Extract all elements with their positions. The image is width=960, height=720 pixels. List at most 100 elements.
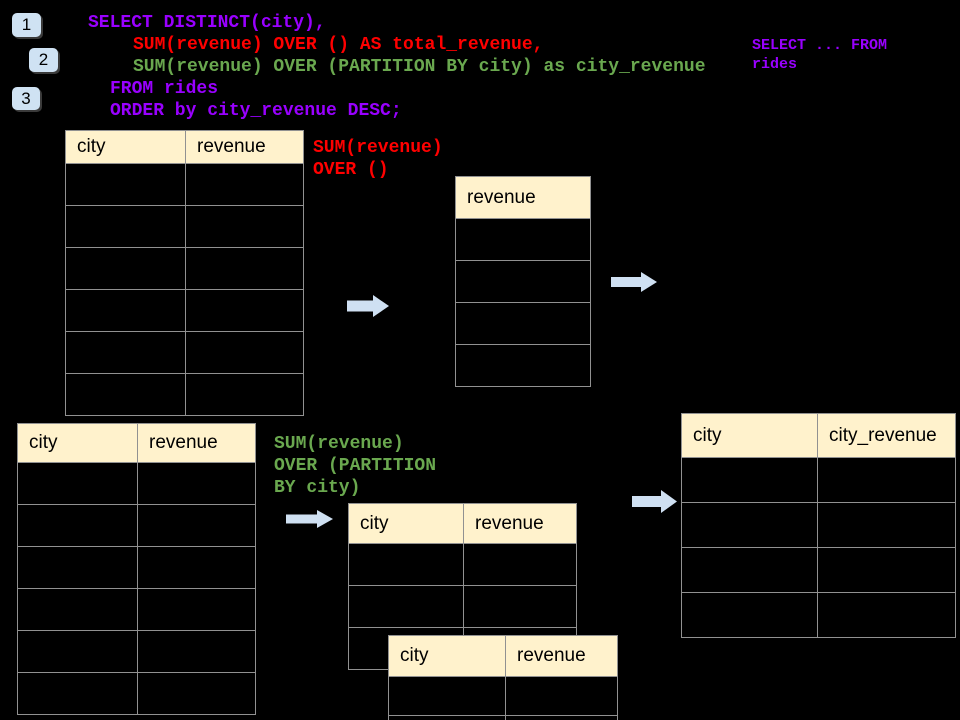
column-header-revenue: revenue xyxy=(464,504,577,544)
table-cell xyxy=(349,586,464,628)
table-row xyxy=(349,544,577,586)
column-header-revenue: revenue xyxy=(506,636,618,677)
table-row xyxy=(66,164,304,206)
table-source-bottom: city revenue xyxy=(17,423,256,715)
step-badge-1: 1 xyxy=(12,13,41,37)
table-cell xyxy=(456,345,591,387)
column-header-revenue: revenue xyxy=(138,424,256,463)
table-header-row: city revenue xyxy=(18,424,256,463)
table-row xyxy=(682,548,956,593)
table-row xyxy=(682,458,956,503)
table-row xyxy=(682,593,956,638)
table-cell xyxy=(186,374,304,416)
table-row xyxy=(18,505,256,547)
table-row xyxy=(389,677,618,716)
column-header-city: city xyxy=(18,424,138,463)
table-cell xyxy=(138,673,256,715)
label-partition-line1: SUM(revenue) xyxy=(274,434,404,454)
table-row xyxy=(456,261,591,303)
table-cell xyxy=(186,164,304,206)
table-cell xyxy=(186,290,304,332)
table-partition-b: city revenue xyxy=(388,635,618,720)
side-note-rides: rides xyxy=(752,56,798,73)
table-row xyxy=(349,586,577,628)
table-partition-result: city city_revenue xyxy=(681,413,956,638)
table-row xyxy=(18,463,256,505)
table-cell xyxy=(66,248,186,290)
table-cell xyxy=(456,261,591,303)
column-header-city: city xyxy=(349,504,464,544)
side-note-select-from: SELECT ... FROM xyxy=(752,37,888,54)
table-header-row: revenue xyxy=(456,177,591,219)
table-cell xyxy=(18,589,138,631)
table-cell xyxy=(818,503,956,548)
table-cell xyxy=(18,505,138,547)
table-header-row: city city_revenue xyxy=(682,414,956,458)
table-cell xyxy=(66,332,186,374)
table-cell xyxy=(464,544,577,586)
flow-arrow-icon xyxy=(286,510,333,528)
table-cell xyxy=(186,332,304,374)
label-partition-line3: BY city) xyxy=(274,478,361,498)
table-cell xyxy=(349,544,464,586)
table-row xyxy=(18,631,256,673)
table-total-revenue: revenue xyxy=(455,176,591,387)
flow-arrow-icon xyxy=(347,295,389,317)
label-sum-over-line2: OVER () xyxy=(313,160,389,180)
table-cell xyxy=(818,458,956,503)
column-header-city: city xyxy=(66,131,186,164)
column-header-city: city xyxy=(389,636,506,677)
table-cell xyxy=(682,593,818,638)
table-cell xyxy=(682,458,818,503)
table-cell xyxy=(18,673,138,715)
table-header-row: city revenue xyxy=(66,131,304,164)
table-cell xyxy=(66,290,186,332)
table-row xyxy=(18,673,256,715)
table-cell xyxy=(818,593,956,638)
table-row xyxy=(18,547,256,589)
flow-arrow-icon xyxy=(632,490,677,513)
table-row xyxy=(682,503,956,548)
table-row xyxy=(66,206,304,248)
table-cell xyxy=(186,248,304,290)
table-cell xyxy=(18,463,138,505)
table-row xyxy=(389,716,618,720)
column-header-city: city xyxy=(682,414,818,458)
table-cell xyxy=(138,631,256,673)
table-cell xyxy=(138,547,256,589)
table-cell xyxy=(66,374,186,416)
table-cell xyxy=(66,206,186,248)
table-partition-a: city revenue xyxy=(348,503,577,670)
table-row xyxy=(66,332,304,374)
table-cell xyxy=(456,219,591,261)
sql-line-city-revenue: SUM(revenue) OVER (PARTITION BY city) as… xyxy=(133,57,706,77)
table-row xyxy=(66,290,304,332)
table-cell xyxy=(18,631,138,673)
table-cell xyxy=(464,586,577,628)
table-row xyxy=(66,374,304,416)
sql-line-order-by: ORDER by city_revenue DESC; xyxy=(110,101,402,121)
table-row xyxy=(456,303,591,345)
table-cell xyxy=(818,548,956,593)
table-row xyxy=(66,248,304,290)
column-header-revenue: revenue xyxy=(186,131,304,164)
step-badge-3: 3 xyxy=(12,87,40,110)
table-cell xyxy=(389,677,506,716)
sql-line-from: FROM rides xyxy=(110,79,219,99)
table-source-top: city revenue xyxy=(65,130,304,416)
sql-line-total-revenue: SUM(revenue) OVER () AS total_revenue, xyxy=(133,35,544,55)
table-row xyxy=(456,219,591,261)
table-cell xyxy=(506,716,618,720)
column-header-city-revenue: city_revenue xyxy=(818,414,956,458)
sql-line-select: SELECT DISTINCT(city), xyxy=(88,13,326,33)
table-cell xyxy=(389,716,506,720)
label-partition-line2: OVER (PARTITION xyxy=(274,456,437,476)
table-cell xyxy=(682,548,818,593)
label-sum-over-line1: SUM(revenue) xyxy=(313,138,443,158)
table-header-row: city revenue xyxy=(389,636,618,677)
column-header-revenue: revenue xyxy=(456,177,591,219)
table-row xyxy=(18,589,256,631)
table-cell xyxy=(186,206,304,248)
table-row xyxy=(456,345,591,387)
